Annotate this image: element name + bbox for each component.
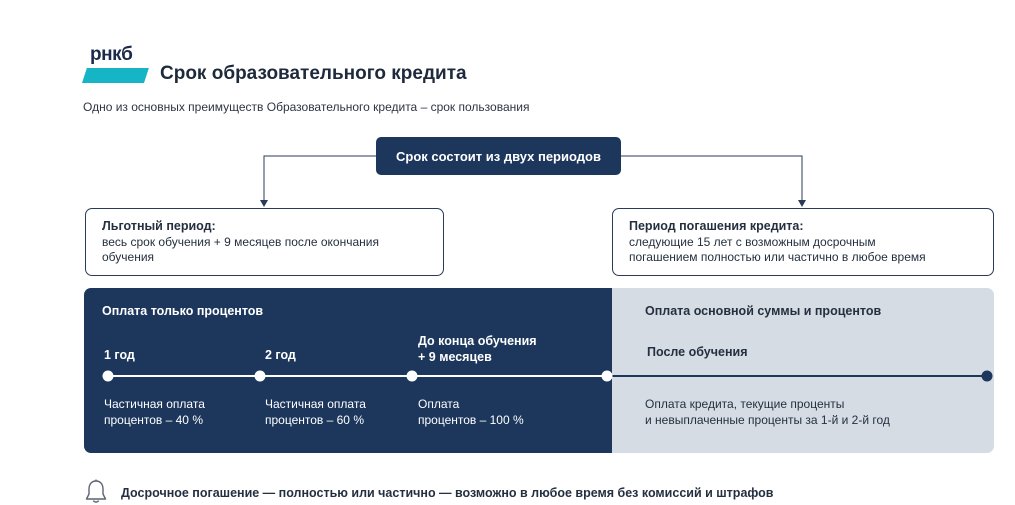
page-title: Срок образовательного кредита [160,63,467,84]
step-2-desc-line1: Частичная оплата [265,397,366,411]
step-1-label: 1 год [104,348,135,362]
grace-period-desc-line1: весь срок обучения + 9 месяцев после око… [102,235,379,249]
timeline-dot-4 [601,370,613,382]
after-study-desc-line2: и невыплаченные проценты за 1-й и 2-й го… [645,413,890,427]
logo-text: рнкб [90,44,133,65]
step-2-desc-line2: процентов – 60 % [265,413,364,427]
step-3-label-line1: До конца обучения [418,334,537,348]
timeline-dot-end [981,370,993,382]
step-3-label-line2: + 9 месяцев [418,350,492,364]
interest-only-heading: Оплата только процентов [102,304,264,318]
grace-period-title: Льготный период: [102,219,216,233]
repayment-period-desc-line1: следующие 15 лет с возможным досрочным [629,235,876,249]
timeline-dot-3 [406,370,418,382]
interest-only-panel [84,288,614,453]
periods-header-box: Срок состоит из двух периодов [376,137,621,175]
step-1-desc-line1: Частичная оплата [104,397,205,411]
principal-and-interest-panel [612,288,994,453]
grace-period-card: Льготный период: весь срок обучения + 9 … [85,208,444,276]
grace-period-desc-line2: обучения [102,250,155,264]
after-study-label: После обучения [647,345,748,359]
step-3-desc-line1: Оплата [418,397,460,411]
early-repayment-note: Досрочное погашение — полностью или част… [121,486,774,500]
repayment-period-title: Период погашения кредита: [629,219,804,233]
bell-icon [85,479,107,503]
rnkb-logo: рнкб [82,44,149,84]
step-2-label: 2 год [265,348,296,362]
timeline-dot-1 [102,370,114,382]
timeline-dot-2 [254,370,266,382]
page-subtitle: Одно из основных преимуществ Образовател… [83,100,530,114]
after-study-desc-line1: Оплата кредита, текущие проценты [645,397,845,411]
repayment-period-card: Период погашения кредита: следующие 15 л… [612,208,994,276]
repayment-period-desc-line2: погашением полностью или частично в любо… [629,250,926,264]
principal-heading: Оплата основной суммы и процентов [645,304,882,318]
step-1-desc-line2: процентов – 40 % [104,413,203,427]
step-3-desc-line2: процентов – 100 % [418,413,524,427]
